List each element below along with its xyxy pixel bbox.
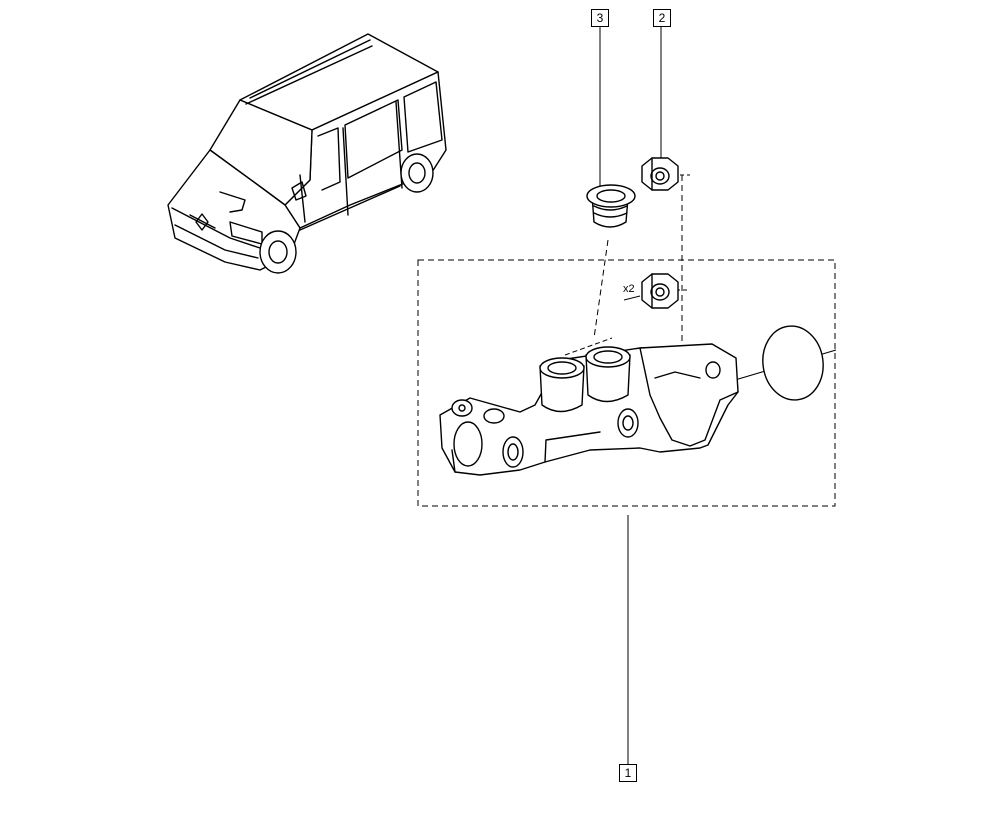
quantity-note: x2 [623, 283, 635, 295]
brake-nut-top [641, 157, 679, 191]
kit-boundary [417, 259, 836, 507]
callout-part-1: 1 [619, 764, 637, 782]
reservoir-seal-grommet [586, 184, 636, 228]
brake-nut-pair [641, 273, 679, 309]
callout-part-2: 2 [653, 9, 671, 27]
brake-master-cylinder [439, 343, 739, 476]
van-illustration [167, 33, 447, 274]
callout-part-3: 3 [591, 9, 609, 27]
master-cylinder-seal-ring [762, 325, 824, 401]
